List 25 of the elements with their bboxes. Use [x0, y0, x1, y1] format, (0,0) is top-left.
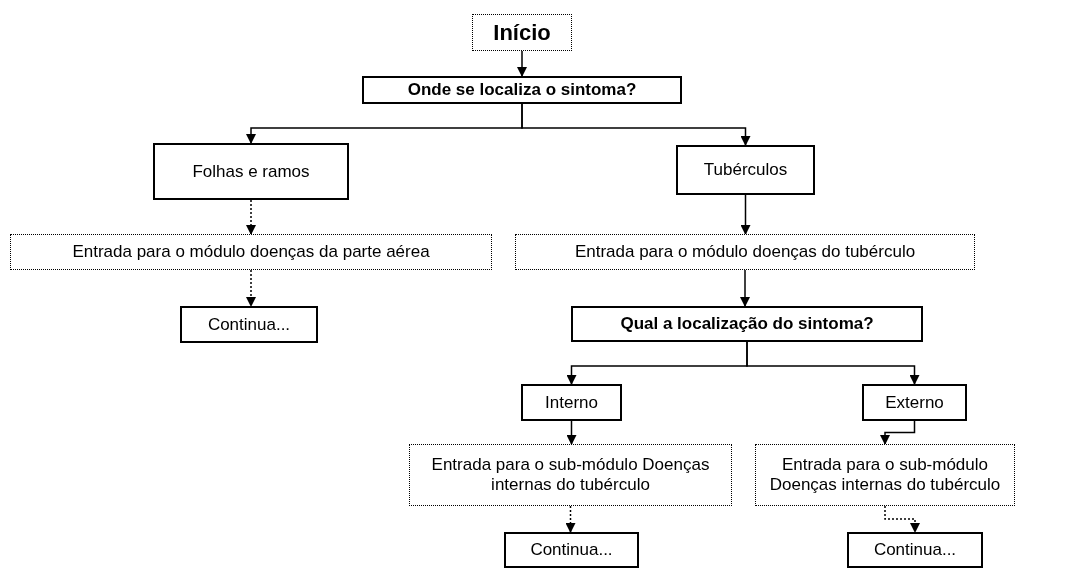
module-entry-box: Entrada para o sub-módulo Doenças internas do tubérculo [409, 444, 732, 506]
arrow [246, 269, 256, 307]
question-box: Qual a localização do sintoma? [571, 306, 923, 342]
arrow [521, 103, 751, 146]
continue-box: Continua... [180, 306, 318, 343]
continue-box: Continua... [504, 532, 639, 568]
arrow [884, 505, 920, 533]
process-box: Folhas e ramos [153, 143, 349, 200]
arrow [740, 194, 751, 235]
module-entry-box: Entrada para o sub-módulo Doenças internas do tubérculo [755, 444, 1015, 506]
arrow [246, 199, 256, 235]
module-entry-box: Entrada para o módulo doenças do tubérculo [515, 234, 975, 270]
arrow [746, 341, 920, 385]
process-box: Externo [862, 384, 967, 421]
question-box: Onde se localiza o sintoma? [362, 76, 682, 104]
continue-box: Continua... [847, 532, 983, 568]
arrow [566, 420, 577, 445]
process-box: Tubérculos [676, 145, 815, 195]
start-box: Início [472, 14, 572, 51]
module-entry-box: Entrada para o módulo doenças da parte aérea [10, 234, 492, 270]
process-box: Interno [521, 384, 622, 421]
arrow [565, 505, 576, 533]
arrow [740, 269, 750, 307]
arrow [880, 420, 916, 445]
arrow [517, 50, 527, 77]
